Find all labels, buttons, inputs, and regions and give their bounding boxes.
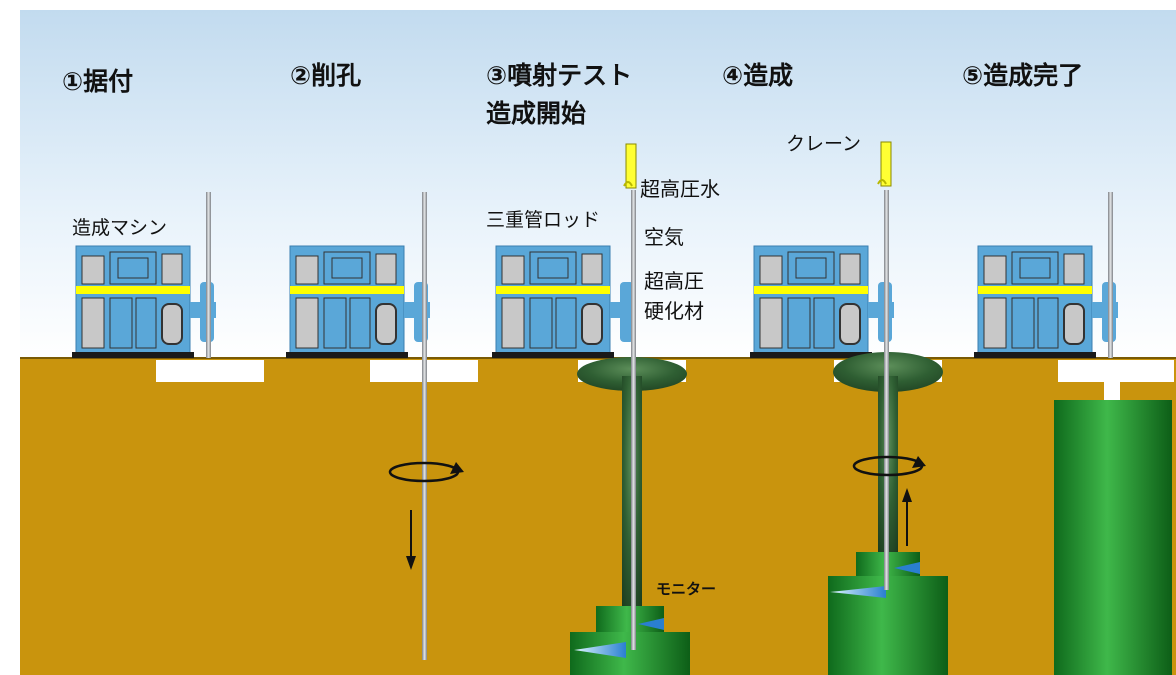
rod-step-1 (206, 192, 211, 358)
step-4-title: ④造成 (722, 61, 793, 90)
rod-label: 三重管ロッド (486, 209, 600, 231)
jet-left-4 (830, 586, 886, 598)
water-label: 超高圧水 (640, 177, 720, 201)
rod-step-5 (1108, 192, 1113, 358)
triple-rod-4 (884, 190, 889, 590)
pad-1 (156, 360, 264, 382)
step-3-title: ③噴射テスト (486, 61, 632, 90)
jet-right-3 (638, 618, 664, 630)
jet-left-3 (574, 642, 626, 658)
crane-label: クレーン (786, 133, 861, 155)
machine-label: 造成マシン (72, 217, 167, 239)
monitor-label: モニター (656, 580, 716, 598)
jet-right-4 (894, 562, 920, 574)
up-arrow-icon (902, 488, 912, 546)
machine-1 (72, 245, 216, 358)
step-1-title: ①据付 (62, 67, 133, 96)
crane-hook-4 (880, 141, 892, 187)
column-base-3 (570, 632, 690, 675)
hardener-label-2: 硬化材 (644, 299, 704, 323)
step-5-title: ⑤造成完了 (962, 61, 1083, 90)
pad-5 (1058, 360, 1174, 382)
step-3-subtitle: 造成開始 (486, 99, 586, 128)
down-arrow-icon (406, 510, 416, 570)
triple-rod-3 (631, 190, 636, 650)
completed-column (1054, 400, 1172, 675)
rotation-arrow-icon-4 (852, 455, 926, 477)
crane-hook-3 (625, 143, 637, 189)
hardener-label-1: 超高圧 (644, 269, 704, 293)
drill-rod (422, 192, 427, 660)
step-2-title: ②削孔 (290, 61, 361, 90)
air-label: 空気 (644, 225, 684, 249)
rotation-arrow-icon (388, 461, 464, 483)
